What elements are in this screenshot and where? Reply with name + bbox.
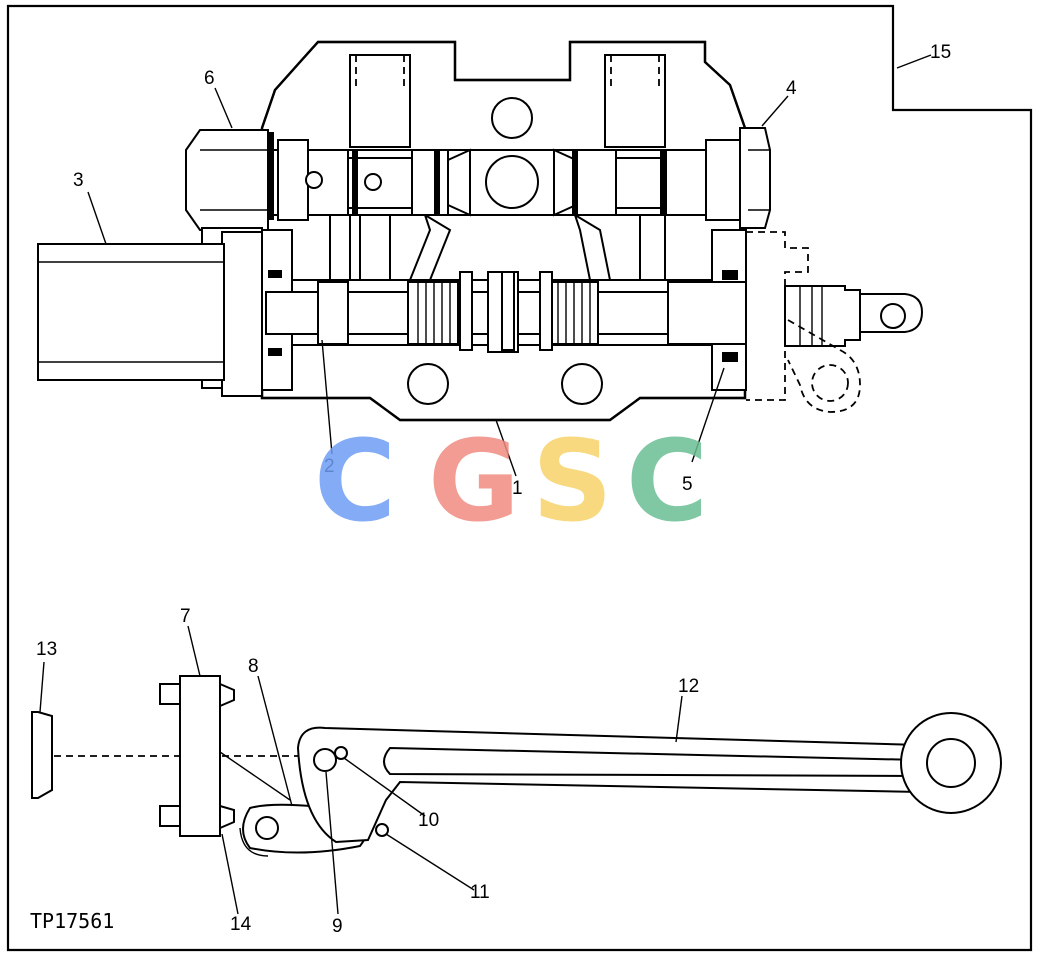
callout-2: 2 — [324, 456, 335, 477]
callout-15: 15 — [930, 42, 951, 63]
right-cap-assembly — [739, 127, 924, 413]
leader-lines — [39, 54, 932, 915]
frame-border — [6, 4, 1033, 952]
watermark-letter-4: C — [626, 417, 708, 547]
watermark-letter-1: C — [314, 417, 396, 547]
valve-housing — [260, 40, 747, 422]
left-cap-assembly — [37, 129, 269, 397]
callout-7: 7 — [180, 606, 191, 627]
callout-11: 11 — [470, 882, 490, 903]
figure-id: TP17561 — [30, 909, 114, 933]
upper-spool — [266, 132, 750, 221]
callout-5: 5 — [682, 474, 693, 495]
watermark-letter-3: S — [532, 417, 613, 547]
callout-10: 10 — [418, 810, 439, 831]
callout-9: 9 — [332, 916, 343, 937]
callout-12: 12 — [678, 676, 699, 697]
callout-8: 8 — [248, 656, 259, 677]
bracket-7 — [159, 675, 291, 837]
callout-14: 14 — [230, 914, 252, 935]
callout-4: 4 — [786, 78, 797, 99]
callout-3: 3 — [73, 170, 84, 191]
pin-13 — [31, 711, 53, 799]
lever-12 — [296, 712, 1002, 844]
callout-labels: 1 2 3 4 5 6 7 8 9 10 11 12 13 14 15 — [36, 42, 951, 937]
watermark-letter-2: G — [428, 417, 520, 547]
lower-spool — [265, 270, 747, 362]
callout-6: 6 — [204, 68, 215, 89]
watermark-logo: C G S C — [314, 417, 708, 547]
callout-1: 1 — [512, 478, 523, 499]
callout-13: 13 — [36, 639, 57, 660]
